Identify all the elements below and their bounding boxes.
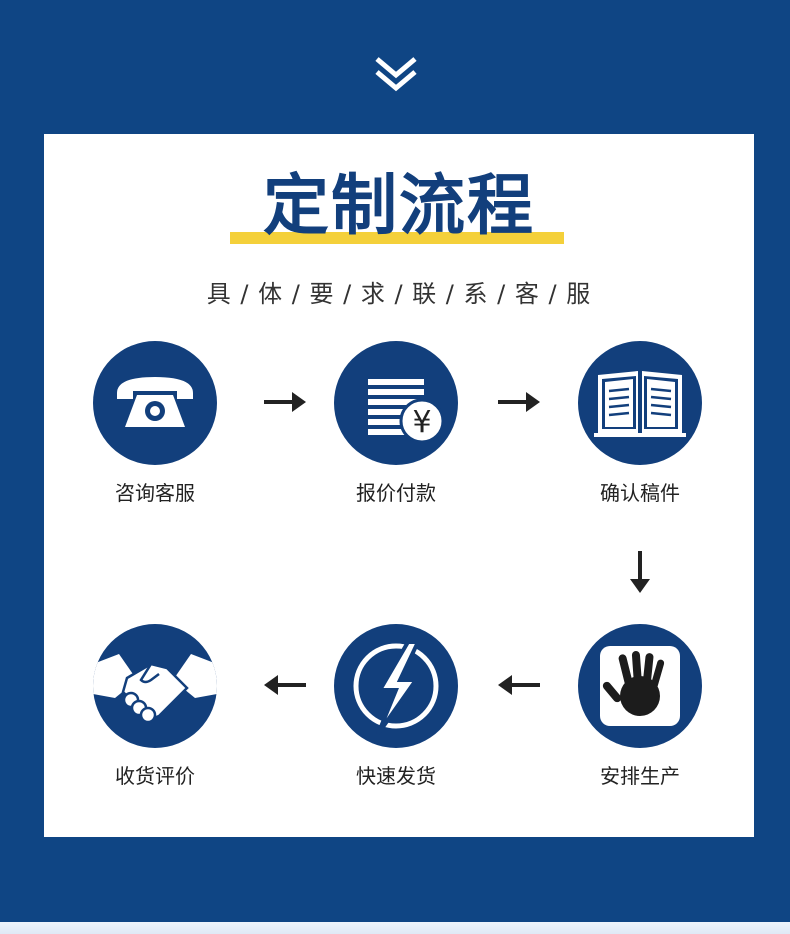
arrow-left-icon [264,675,306,695]
step-confirm-draft: 确认稿件 [560,341,720,506]
telephone-icon [93,341,217,465]
step-quote-payment: ¥ 报价付款 [316,341,476,506]
step-label: 咨询客服 [115,481,195,505]
handshake-icon [93,624,217,748]
arrow-down-icon [630,551,650,593]
step-label: 快速发货 [356,764,436,788]
title-underline [230,232,564,244]
lightning-icon [334,624,458,748]
step-receive-review: 收货评价 [75,624,235,789]
svg-text:¥: ¥ [412,405,431,440]
arrow-right-icon [264,392,306,412]
bottom-strip [0,922,790,934]
process-card: 定制流程 具 / 体 / 要 / 求 / 联 / 系 / 客 / 服 咨询客服 [44,134,754,837]
step-label: 报价付款 [356,481,436,505]
double-chevron-down-icon [375,57,417,92]
open-book-icon [578,341,702,465]
page-title: 定制流程 [263,167,535,244]
step-arrange-production: 安排生产 [560,624,720,789]
invoice-yen-icon: ¥ [334,341,458,465]
hand-icon [578,624,702,748]
step-label: 确认稿件 [600,481,680,505]
step-fast-shipping: 快速发货 [316,624,476,789]
step-label: 安排生产 [600,764,680,788]
step-label: 收货评价 [115,764,195,788]
subtitle: 具 / 体 / 要 / 求 / 联 / 系 / 客 / 服 [206,280,592,308]
arrow-right-icon [498,392,540,412]
arrow-left-icon [498,675,540,695]
step-consult: 咨询客服 [75,341,235,506]
title-block: 定制流程 [44,164,754,254]
